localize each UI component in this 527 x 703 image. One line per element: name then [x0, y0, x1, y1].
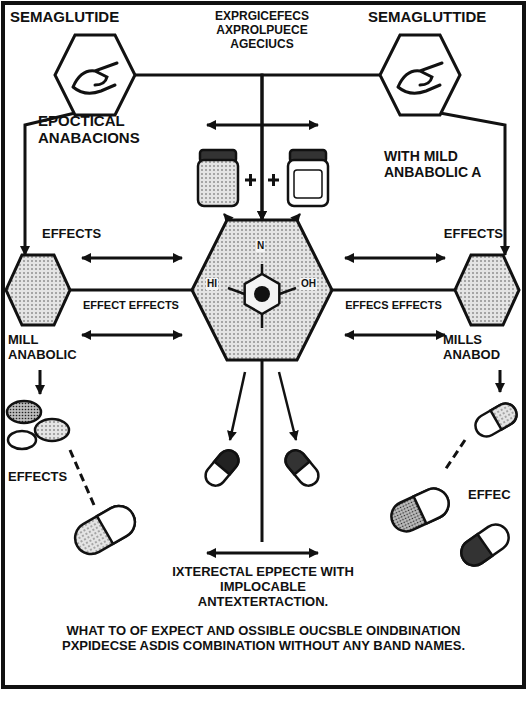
- arrow: [39, 370, 42, 394]
- hand-icon: [73, 63, 117, 93]
- bond: [261, 264, 264, 274]
- edge-label: EFFECT EFFECTS: [81, 299, 181, 312]
- node-heading: EFFECTS: [42, 227, 122, 242]
- capsule: [69, 500, 140, 560]
- text-label: IXTERECTAL EPPECTE WITH IMPLOCABLE ANTEX…: [165, 565, 361, 610]
- dashed-line: [445, 440, 465, 470]
- hexagon-node: HI N OH: [192, 220, 332, 360]
- frame: [3, 3, 524, 687]
- node-heading: SEMAGLUTIDE: [10, 8, 150, 25]
- text-label: WITH MILD ANBABOLIC A: [384, 148, 496, 180]
- node-heading: HI: [206, 278, 218, 290]
- capsule: [386, 484, 453, 537]
- text-label: EFFECTS: [8, 470, 78, 485]
- bond: [279, 288, 296, 294]
- connector: [135, 75, 262, 220]
- arrow: [279, 372, 296, 440]
- text-label: EFFEC: [468, 488, 520, 503]
- double-arrow: [207, 552, 318, 555]
- hexagon-shape: [380, 35, 460, 115]
- molecule-ring: [245, 274, 280, 314]
- arrow: [499, 370, 502, 392]
- connector: [70, 289, 192, 292]
- node-text: N: [256, 240, 265, 252]
- caption: WHAT TO OF EXPECT AND OSSIBLE OUCSBLE OI…: [50, 624, 477, 654]
- arrow: [230, 372, 245, 440]
- hexagon-node: EFFECTSMILLS ANABOD: [455, 255, 519, 325]
- hexagon-outline: [380, 35, 460, 115]
- bond: [261, 314, 264, 328]
- hexagon-shape: [455, 255, 519, 325]
- dashed-line: [70, 450, 94, 505]
- atom: [254, 286, 270, 302]
- capsule: [201, 446, 322, 489]
- text-label: EXPRGICEFECS AXPROLPUECE AGECIUCS: [200, 10, 324, 51]
- bond: [228, 288, 245, 294]
- tablet: [471, 399, 520, 440]
- edge-label: EFFECS EFFECTS: [343, 299, 444, 312]
- node-text: MILL ANABOLIC: [8, 333, 94, 363]
- text-label: EPOCTICAL ANABACIONS: [38, 112, 156, 147]
- capsule: [456, 519, 514, 570]
- hexagon-shape: [192, 220, 332, 360]
- node-text: MILLS ANABOD: [443, 333, 517, 363]
- hexagon-shape: [55, 35, 135, 115]
- hexagon-outline: [6, 255, 70, 325]
- hexagon-outline: [455, 255, 519, 325]
- tablet: [7, 401, 69, 449]
- node-heading: EFFECTS: [423, 227, 503, 242]
- axis-line: [261, 360, 264, 542]
- hexagon-outline: [55, 35, 135, 115]
- connector: [332, 289, 455, 292]
- connector: [262, 75, 380, 220]
- hexagon-shape: [6, 255, 70, 325]
- hexagon-node: EFFECTSMILL ANABOLIC: [6, 255, 70, 325]
- node-heading: SEMAGLUTTIDE: [368, 8, 508, 25]
- hand-icon: [398, 63, 442, 93]
- node-text: OH: [300, 278, 317, 290]
- hexagon-node: SEMAGLUTIDE: [55, 35, 135, 115]
- hexagon-node: SEMAGLUTTIDE: [380, 35, 460, 115]
